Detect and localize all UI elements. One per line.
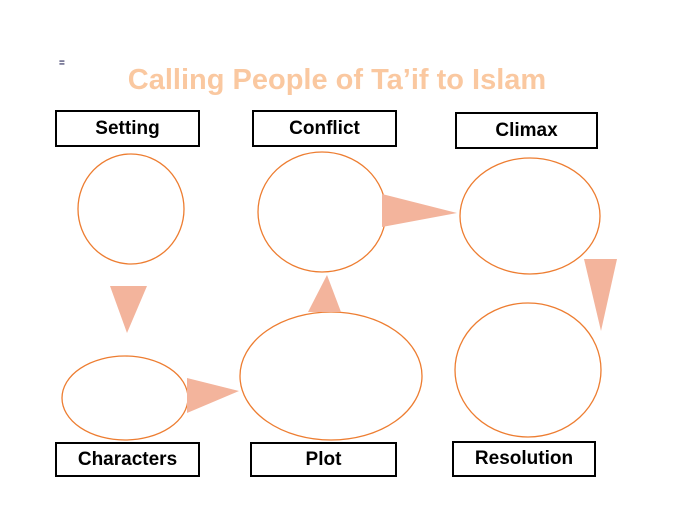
arrow-plot-to-conflict-icon [308,275,341,312]
arrow-climax-to-resolution-icon [584,259,617,331]
conflict-label: Conflict [289,117,360,139]
arrow-conflict-to-climax-icon [382,194,457,227]
plot-label: Plot [305,448,342,470]
setting-label: Setting [95,117,160,139]
arrow-characters-to-plot-icon [187,378,239,413]
conflict-circle [257,151,387,273]
characters-circle [61,355,189,441]
setting-circle [77,153,185,265]
climax-label: Climax [495,119,558,141]
plot-circle [239,311,423,441]
resolution-label-box: Resolution [452,441,596,477]
resolution-label: Resolution [474,448,574,469]
stray-equals-mark: = [59,58,65,69]
climax-circle [459,157,601,275]
climax-label-box: Climax [455,112,598,149]
setting-label-box: Setting [55,110,200,147]
arrow-setting-to-characters-icon [110,286,147,333]
page-title: Calling People of Ta’if to Islam [127,64,547,96]
conflict-label-box: Conflict [252,110,397,147]
characters-label: Characters [77,448,178,470]
characters-label-box: Characters [55,442,200,477]
plot-label-box: Plot [250,442,397,477]
resolution-circle [454,302,602,438]
